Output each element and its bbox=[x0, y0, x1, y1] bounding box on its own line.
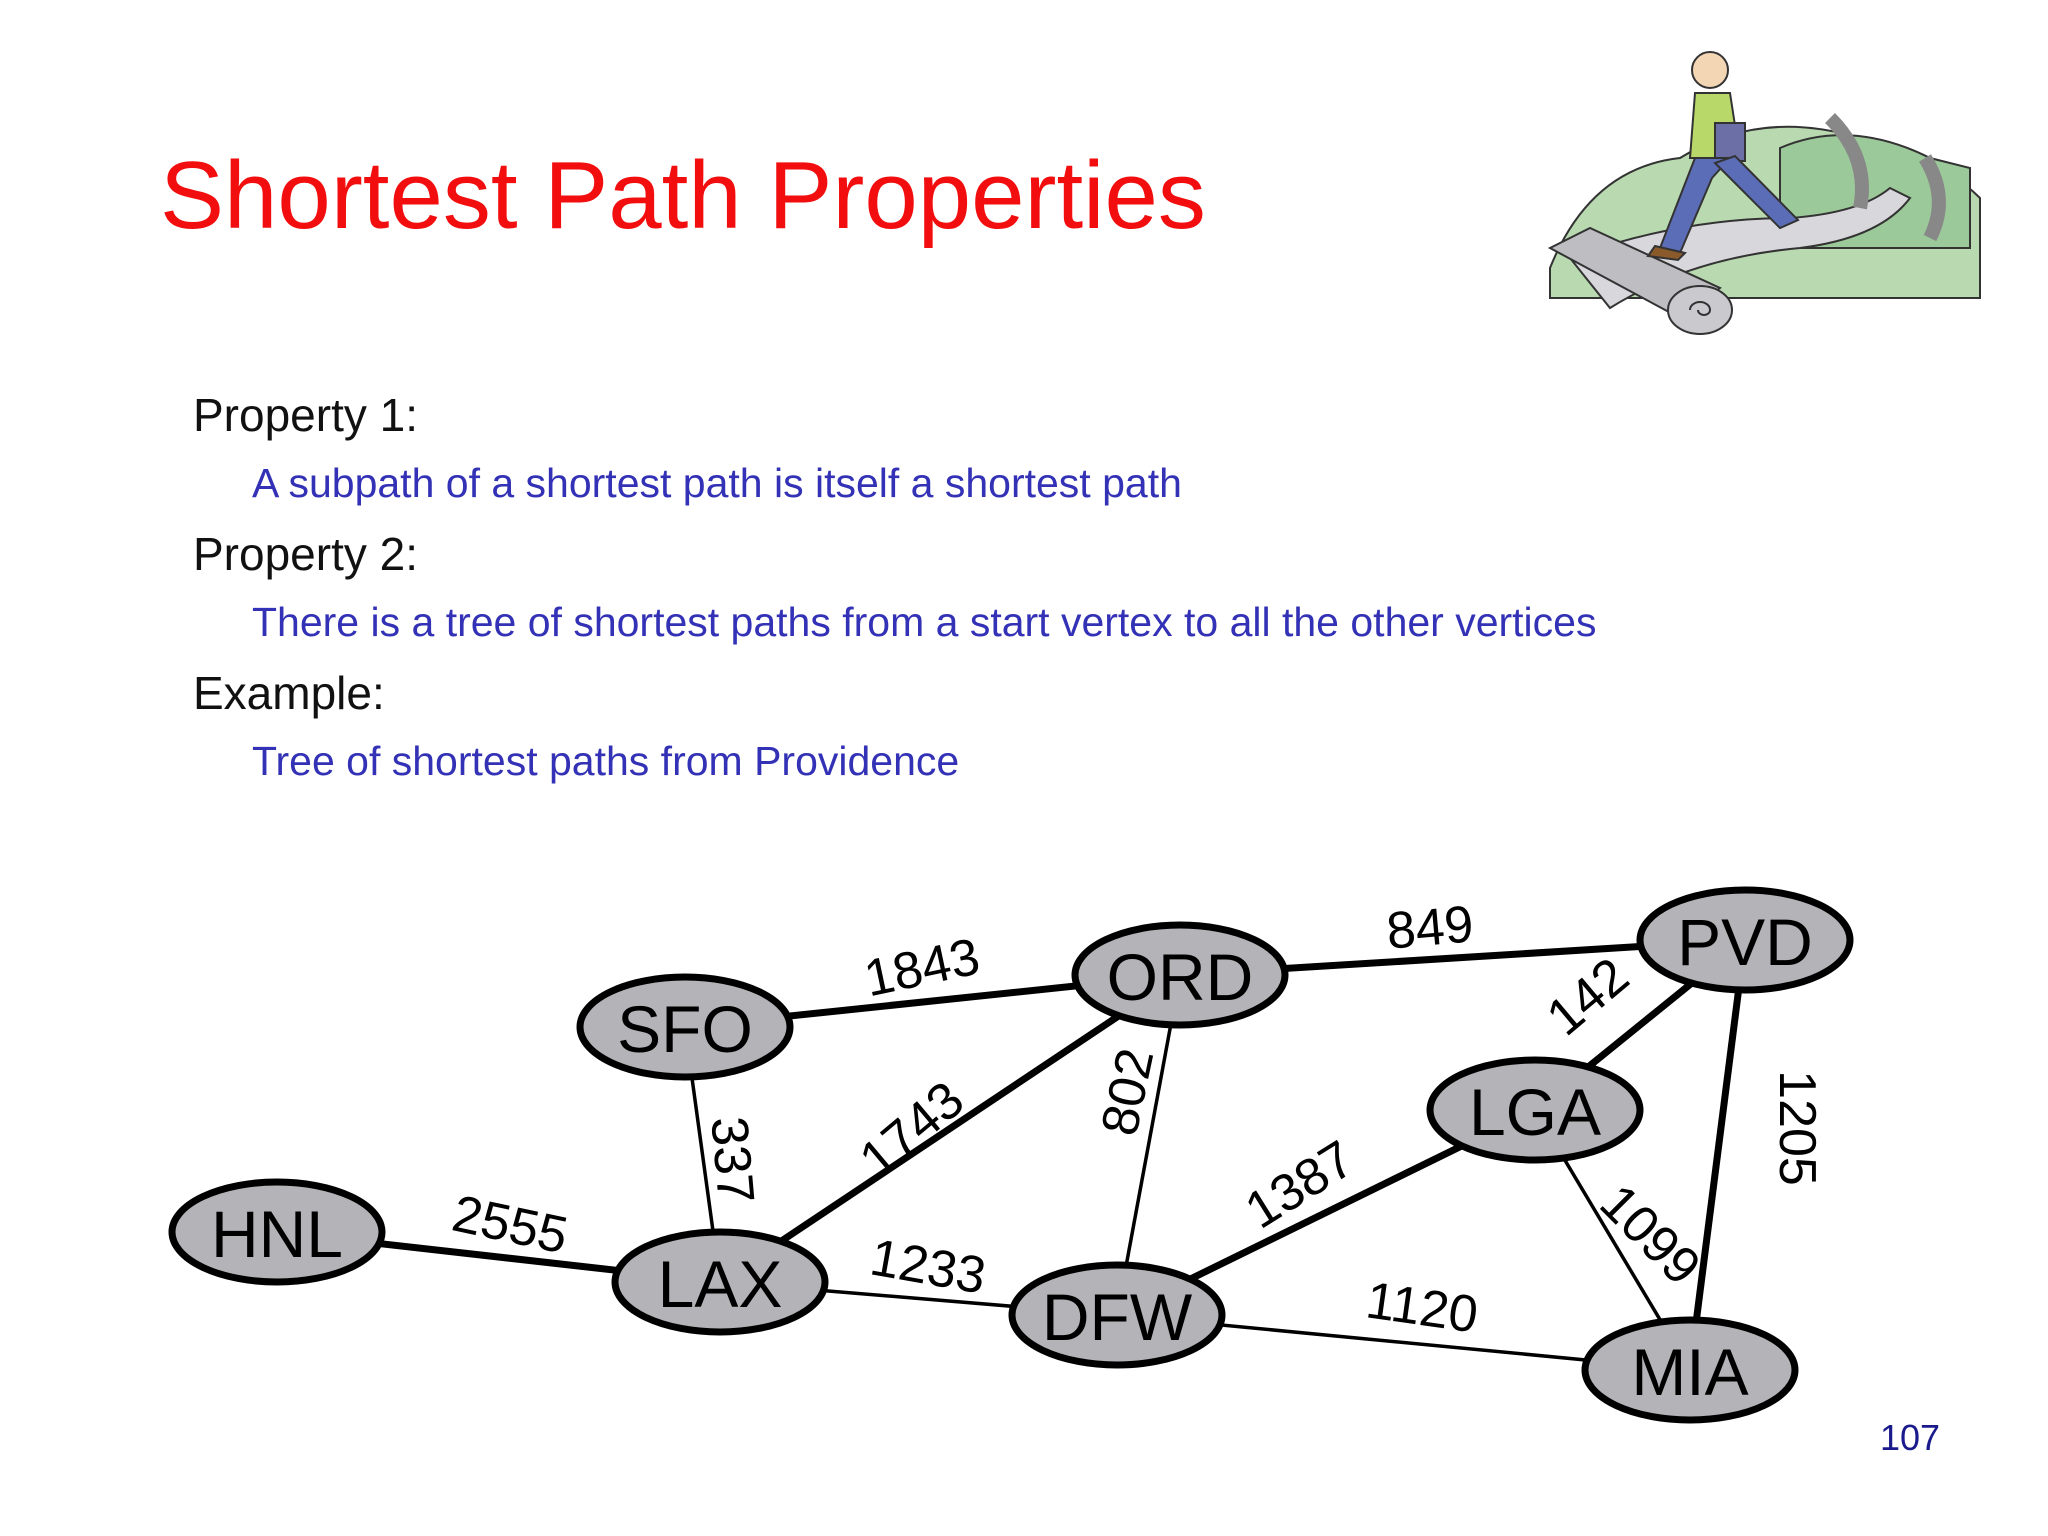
node-label-dfw: DFW bbox=[1042, 1280, 1193, 1354]
slide-title: Shortest Path Properties bbox=[160, 142, 1206, 249]
edge-weight-lax-ord: 1743 bbox=[849, 1071, 975, 1190]
example-text: Tree of shortest paths from Providence bbox=[252, 738, 960, 784]
node-mia bbox=[1581, 1316, 1799, 1424]
node-dfw bbox=[1008, 1261, 1226, 1369]
node-hnl bbox=[168, 1178, 386, 1286]
edge-ord-dfw bbox=[1115, 974, 1182, 1316]
property1-label: Property 1: bbox=[193, 389, 418, 441]
property2-label: Property 2: bbox=[193, 528, 418, 580]
edge-weight-dfw-mia: 1120 bbox=[1363, 1272, 1482, 1345]
edge-weight-ord-dfw: 802 bbox=[1091, 1044, 1166, 1141]
edge-pvd-mia bbox=[1686, 939, 1749, 1371]
example-label: Example: bbox=[193, 667, 385, 719]
walking-man-road-illustration bbox=[1547, 51, 1981, 335]
edge-weight-pvd-mia: 1205 bbox=[1768, 1070, 1826, 1186]
shortest-path-graph: 2555337184317431233802849138711201421099… bbox=[168, 886, 1854, 1424]
node-pvd bbox=[1636, 886, 1854, 994]
property2-text: There is a tree of shortest paths from a… bbox=[252, 599, 1597, 645]
node-label-lga: LGA bbox=[1469, 1075, 1601, 1149]
node-label-ord: ORD bbox=[1107, 940, 1254, 1014]
node-lax bbox=[611, 1228, 829, 1336]
edge-weight-ord-pvd: 849 bbox=[1384, 895, 1475, 960]
edge-weight-lga-mia: 1099 bbox=[1589, 1174, 1712, 1297]
node-label-pvd: PVD bbox=[1677, 905, 1813, 979]
node-label-hnl: HNL bbox=[211, 1197, 343, 1271]
edge-weight-sfo-lax: 337 bbox=[699, 1114, 764, 1205]
node-label-sfo: SFO bbox=[617, 992, 753, 1066]
property1-text: A subpath of a shortest path is itself a… bbox=[252, 460, 1182, 506]
node-lga bbox=[1426, 1056, 1644, 1164]
edge-lax-ord bbox=[718, 972, 1182, 1285]
node-label-mia: MIA bbox=[1631, 1335, 1748, 1409]
node-ord bbox=[1071, 921, 1289, 1029]
page-number: 107 bbox=[1880, 1417, 1941, 1458]
walking-man-icon bbox=[1646, 51, 1800, 262]
road-roll-icon bbox=[1547, 226, 1733, 335]
node-sfo bbox=[576, 973, 794, 1081]
edge-weight-lga-pvd: 142 bbox=[1536, 947, 1640, 1047]
node-label-lax: LAX bbox=[658, 1247, 783, 1321]
